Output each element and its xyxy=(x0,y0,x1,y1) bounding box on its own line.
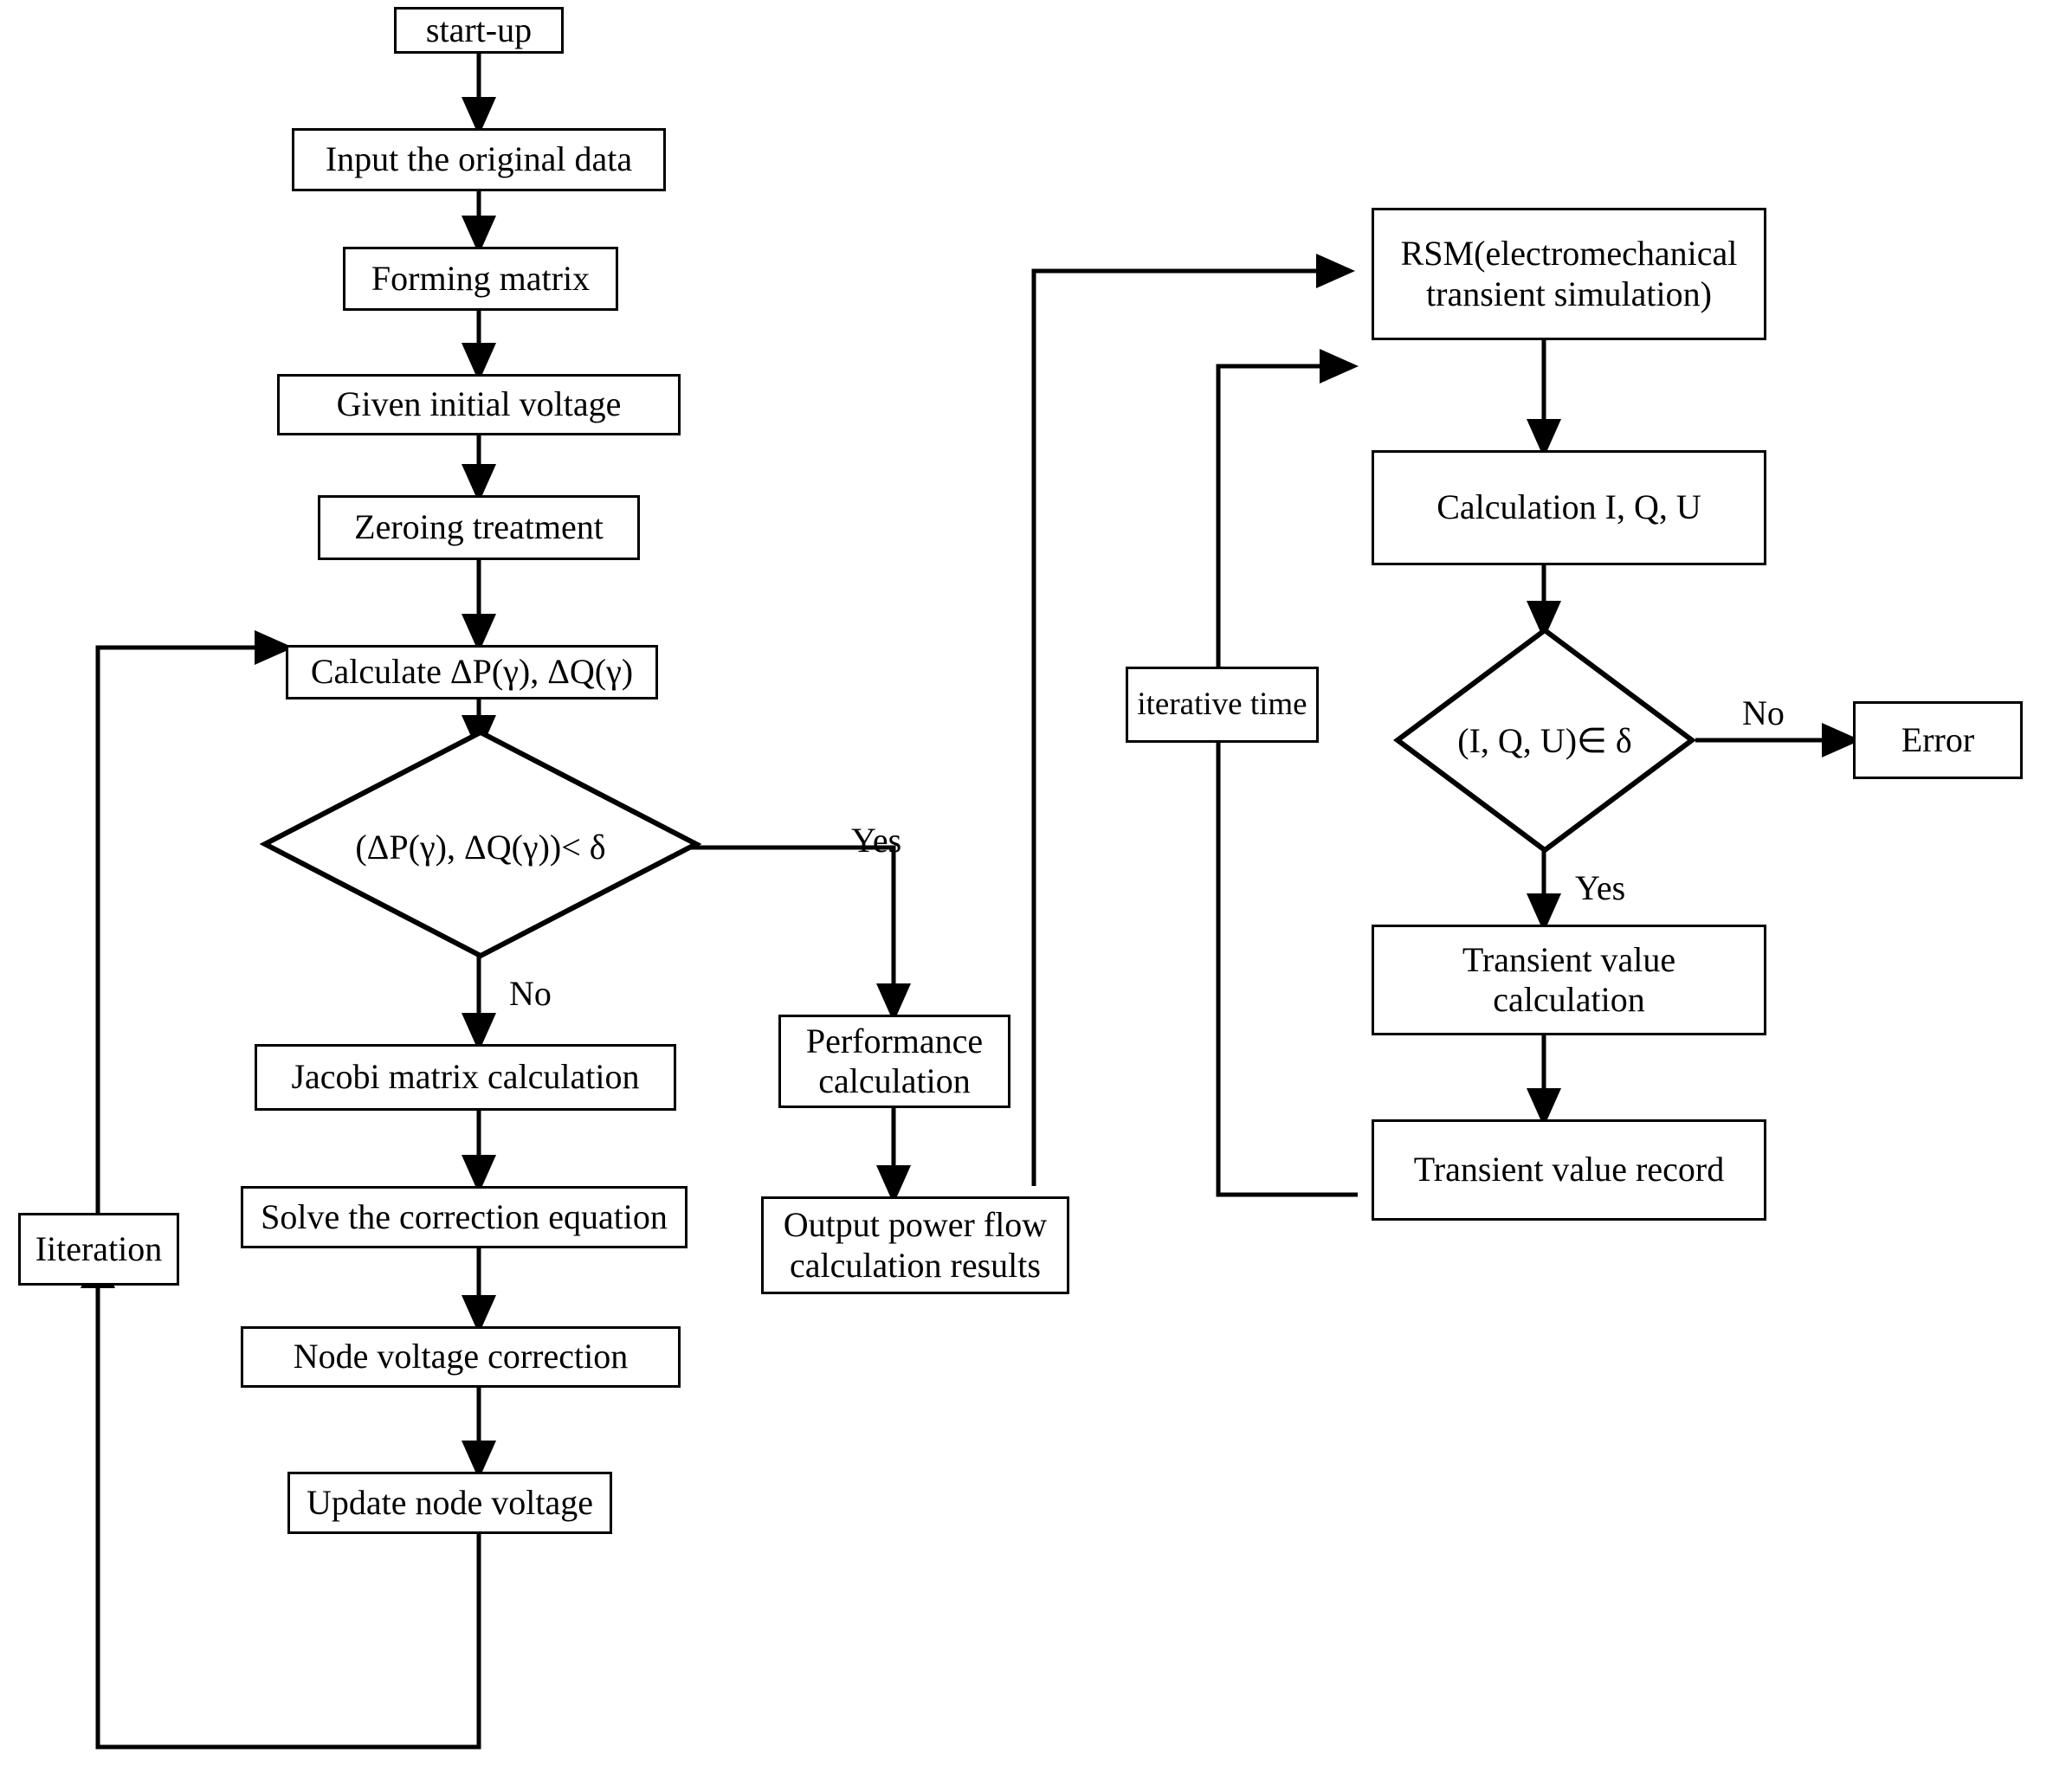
node-performance-calculation[interactable]: Performance calculation xyxy=(778,1015,1010,1108)
node-jacobi-matrix-calculation[interactable]: Jacobi matrix calculation xyxy=(255,1044,676,1111)
edge-iterative-time-return xyxy=(1216,364,1358,1197)
node-error[interactable]: Error xyxy=(1853,701,2023,779)
node-rsm[interactable]: RSM(electromechanical transient simulati… xyxy=(1372,208,1766,340)
node-calculate-deltas[interactable]: Calculate ΔP(γ), ΔQ(γ) xyxy=(286,645,658,699)
node-iterative-time[interactable]: iterative time xyxy=(1126,667,1319,743)
edge-iteration-return-upper xyxy=(95,645,268,1213)
decision-left-label: (ΔP(γ), ΔQ(γ))< δ xyxy=(355,827,606,867)
node-transient-value-record[interactable]: Transient value record xyxy=(1372,1119,1766,1221)
edge-label-left-yes: Yes xyxy=(851,821,902,860)
node-iteration[interactable]: Iiteration xyxy=(18,1213,179,1286)
edge-label-left-no: No xyxy=(509,974,552,1013)
node-forming-matrix[interactable]: Forming matrix xyxy=(343,247,618,311)
node-solve-correction-equation[interactable]: Solve the correction equation xyxy=(241,1186,688,1248)
node-start-up[interactable]: start-up xyxy=(394,7,564,54)
node-transient-value-calculation[interactable]: Transient value calculation xyxy=(1372,925,1766,1035)
node-calculation-iqu[interactable]: Calculation I, Q, U xyxy=(1372,450,1766,565)
node-input-original-data[interactable]: Input the original data xyxy=(292,128,666,191)
node-zeroing-treatment[interactable]: Zeroing treatment xyxy=(318,495,640,560)
node-given-initial-voltage[interactable]: Given initial voltage xyxy=(277,374,681,435)
decision-left-shape xyxy=(260,729,701,959)
node-node-voltage-correction[interactable]: Node voltage correction xyxy=(241,1326,681,1388)
node-output-power-flow[interactable]: Output power flow calculation results xyxy=(761,1196,1069,1294)
decision-right-shape xyxy=(1392,627,1697,854)
edge-label-right-no: No xyxy=(1742,693,1785,732)
decision-right-label: (I, Q, U)∈ δ xyxy=(1457,720,1632,760)
edge-label-right-yes: Yes xyxy=(1575,868,1626,907)
node-update-node-voltage[interactable]: Update node voltage xyxy=(287,1472,612,1534)
